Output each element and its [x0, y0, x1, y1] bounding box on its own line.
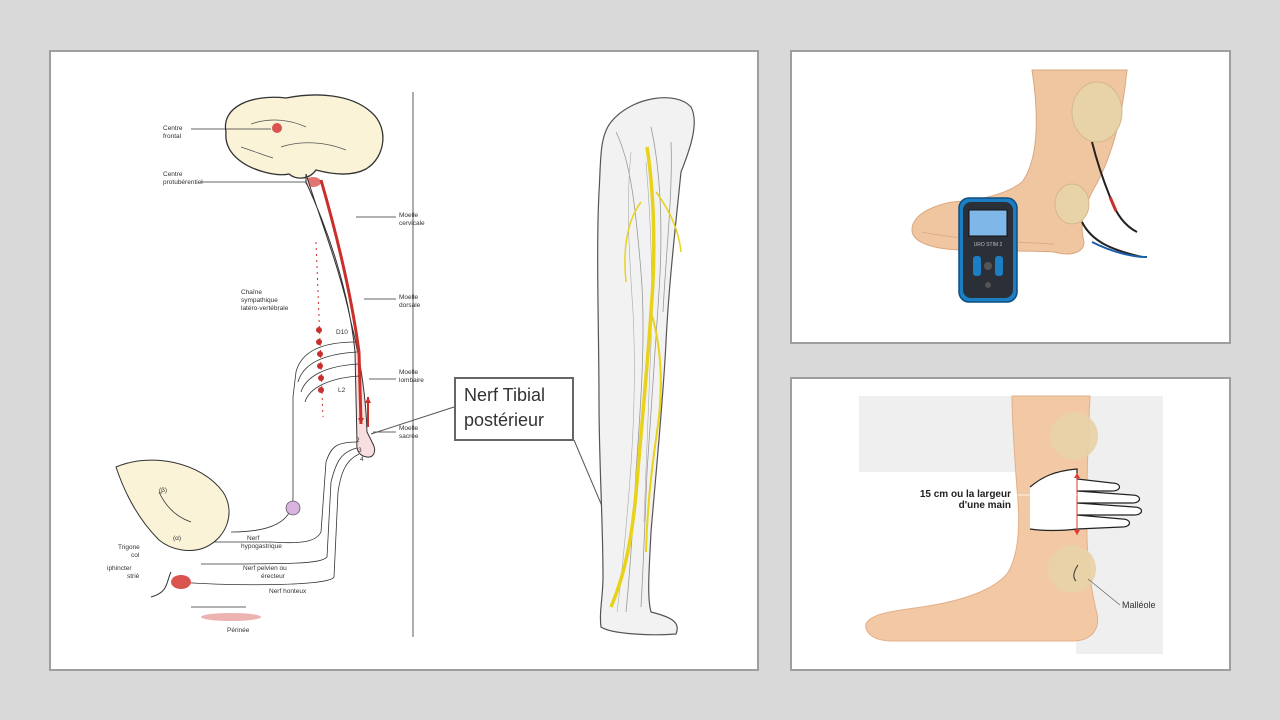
- label-centre-protub-2: protubérentiel: [163, 179, 203, 186]
- label-moelle-lombaire-1: Moelle: [399, 369, 419, 376]
- nerf-tibial-callout: Nerf Tibial postérieur: [454, 377, 574, 441]
- label-moelle-dorsale-2: dorsale: [399, 302, 421, 309]
- leg-anatomy: [597, 97, 695, 636]
- perinee-shape: [201, 613, 261, 621]
- label-trigone: Trigone: [118, 544, 140, 551]
- label-nerf-pelvien-1: Nerf pelvien ou: [243, 565, 287, 572]
- device-photo-svg: URO STIM 2: [911, 69, 1148, 303]
- spinal-red-tract: [319, 179, 363, 425]
- spinal-cord: [305, 173, 376, 458]
- centre-frontal-dot: [272, 123, 282, 133]
- placement-electrode-upper: [1050, 412, 1098, 460]
- label-moelle-cervicale-1: Moelle: [399, 212, 419, 219]
- hand-label-line2: d'une main: [958, 500, 1011, 511]
- sphincter-shape: [171, 575, 191, 589]
- label-moelle-dorsale-1: Moelle: [399, 294, 419, 301]
- device-screen-text: URO STIM 2: [974, 242, 1003, 248]
- bladder-shape: [115, 459, 230, 551]
- sympathetic-ganglia: [316, 327, 324, 393]
- callout-line1: Nerf Tibial: [464, 385, 546, 405]
- label-alpha: (α): [173, 535, 181, 542]
- brain-shape: [224, 94, 384, 179]
- hand-label-line1: 15 cm ou la largeur: [919, 489, 1011, 500]
- placement-leg-shape: [865, 395, 1099, 642]
- label-moelle-cervicale-2: cervicale: [399, 220, 425, 227]
- label-centre-protub-1: Centre: [163, 171, 183, 178]
- label-d10: D10: [336, 329, 348, 336]
- label-l2: L2: [338, 387, 346, 394]
- electrode-lower: [1054, 183, 1090, 225]
- label-nerf-honteux: Nerf honteux: [269, 588, 307, 595]
- label-nerf-hypo-1: Nerf: [247, 535, 259, 542]
- label-moelle-sacree-1: Moelle: [399, 425, 419, 432]
- callout-leader-left: [370, 406, 455, 435]
- hand-outline: [1029, 468, 1143, 532]
- neuro-diagram-svg: 2 3 4: [107, 92, 695, 637]
- s4-mark: 4: [360, 456, 364, 463]
- label-centre-frontal-1: Centre: [163, 125, 183, 132]
- callout-line2: postérieur: [464, 410, 545, 430]
- hand-width-label: 15 cm ou la largeur d'une main: [889, 489, 1011, 511]
- label-strie: strié: [127, 573, 140, 580]
- tibial-nerve: [609, 146, 656, 608]
- label-nerf-pelvien-2: érecteur: [261, 573, 286, 580]
- label-perinee: Périnée: [227, 627, 250, 634]
- neuro-anatomy-panel: 2 3 4: [49, 50, 759, 671]
- electrode-upper: [1071, 81, 1123, 143]
- wire-lower: [1081, 221, 1143, 258]
- label-beta: (β): [159, 487, 167, 494]
- label-moelle-lombaire-2: lombaire: [399, 377, 424, 384]
- label-chaine-1: Chaîne: [241, 289, 262, 296]
- s3-mark: 3: [358, 447, 362, 454]
- label-moelle-sacree-2: sacrée: [399, 433, 419, 440]
- label-nerf-hypo-2: hypogastrique: [241, 543, 282, 550]
- placement-svg: [859, 395, 1163, 654]
- s2-mark: 2: [356, 437, 360, 444]
- malleole-leader: [1087, 578, 1121, 606]
- label-col: col: [131, 552, 140, 559]
- label-chaine-2: sympathique: [241, 297, 278, 304]
- label-chaine-3: latéro-vertébrale: [241, 305, 289, 312]
- label-sphincter: iphincter: [107, 565, 132, 572]
- device-photo-panel: URO STIM 2: [790, 50, 1231, 344]
- placement-electrode-lower: [1048, 545, 1096, 593]
- device-screen: [968, 209, 1008, 237]
- electrode-placement-panel: 15 cm ou la largeur d'une main Malléole: [790, 377, 1231, 671]
- ganglion-circle: [285, 500, 301, 516]
- label-centre-frontal-2: frontal: [163, 133, 182, 140]
- malleole-label: Malléole: [1122, 600, 1156, 610]
